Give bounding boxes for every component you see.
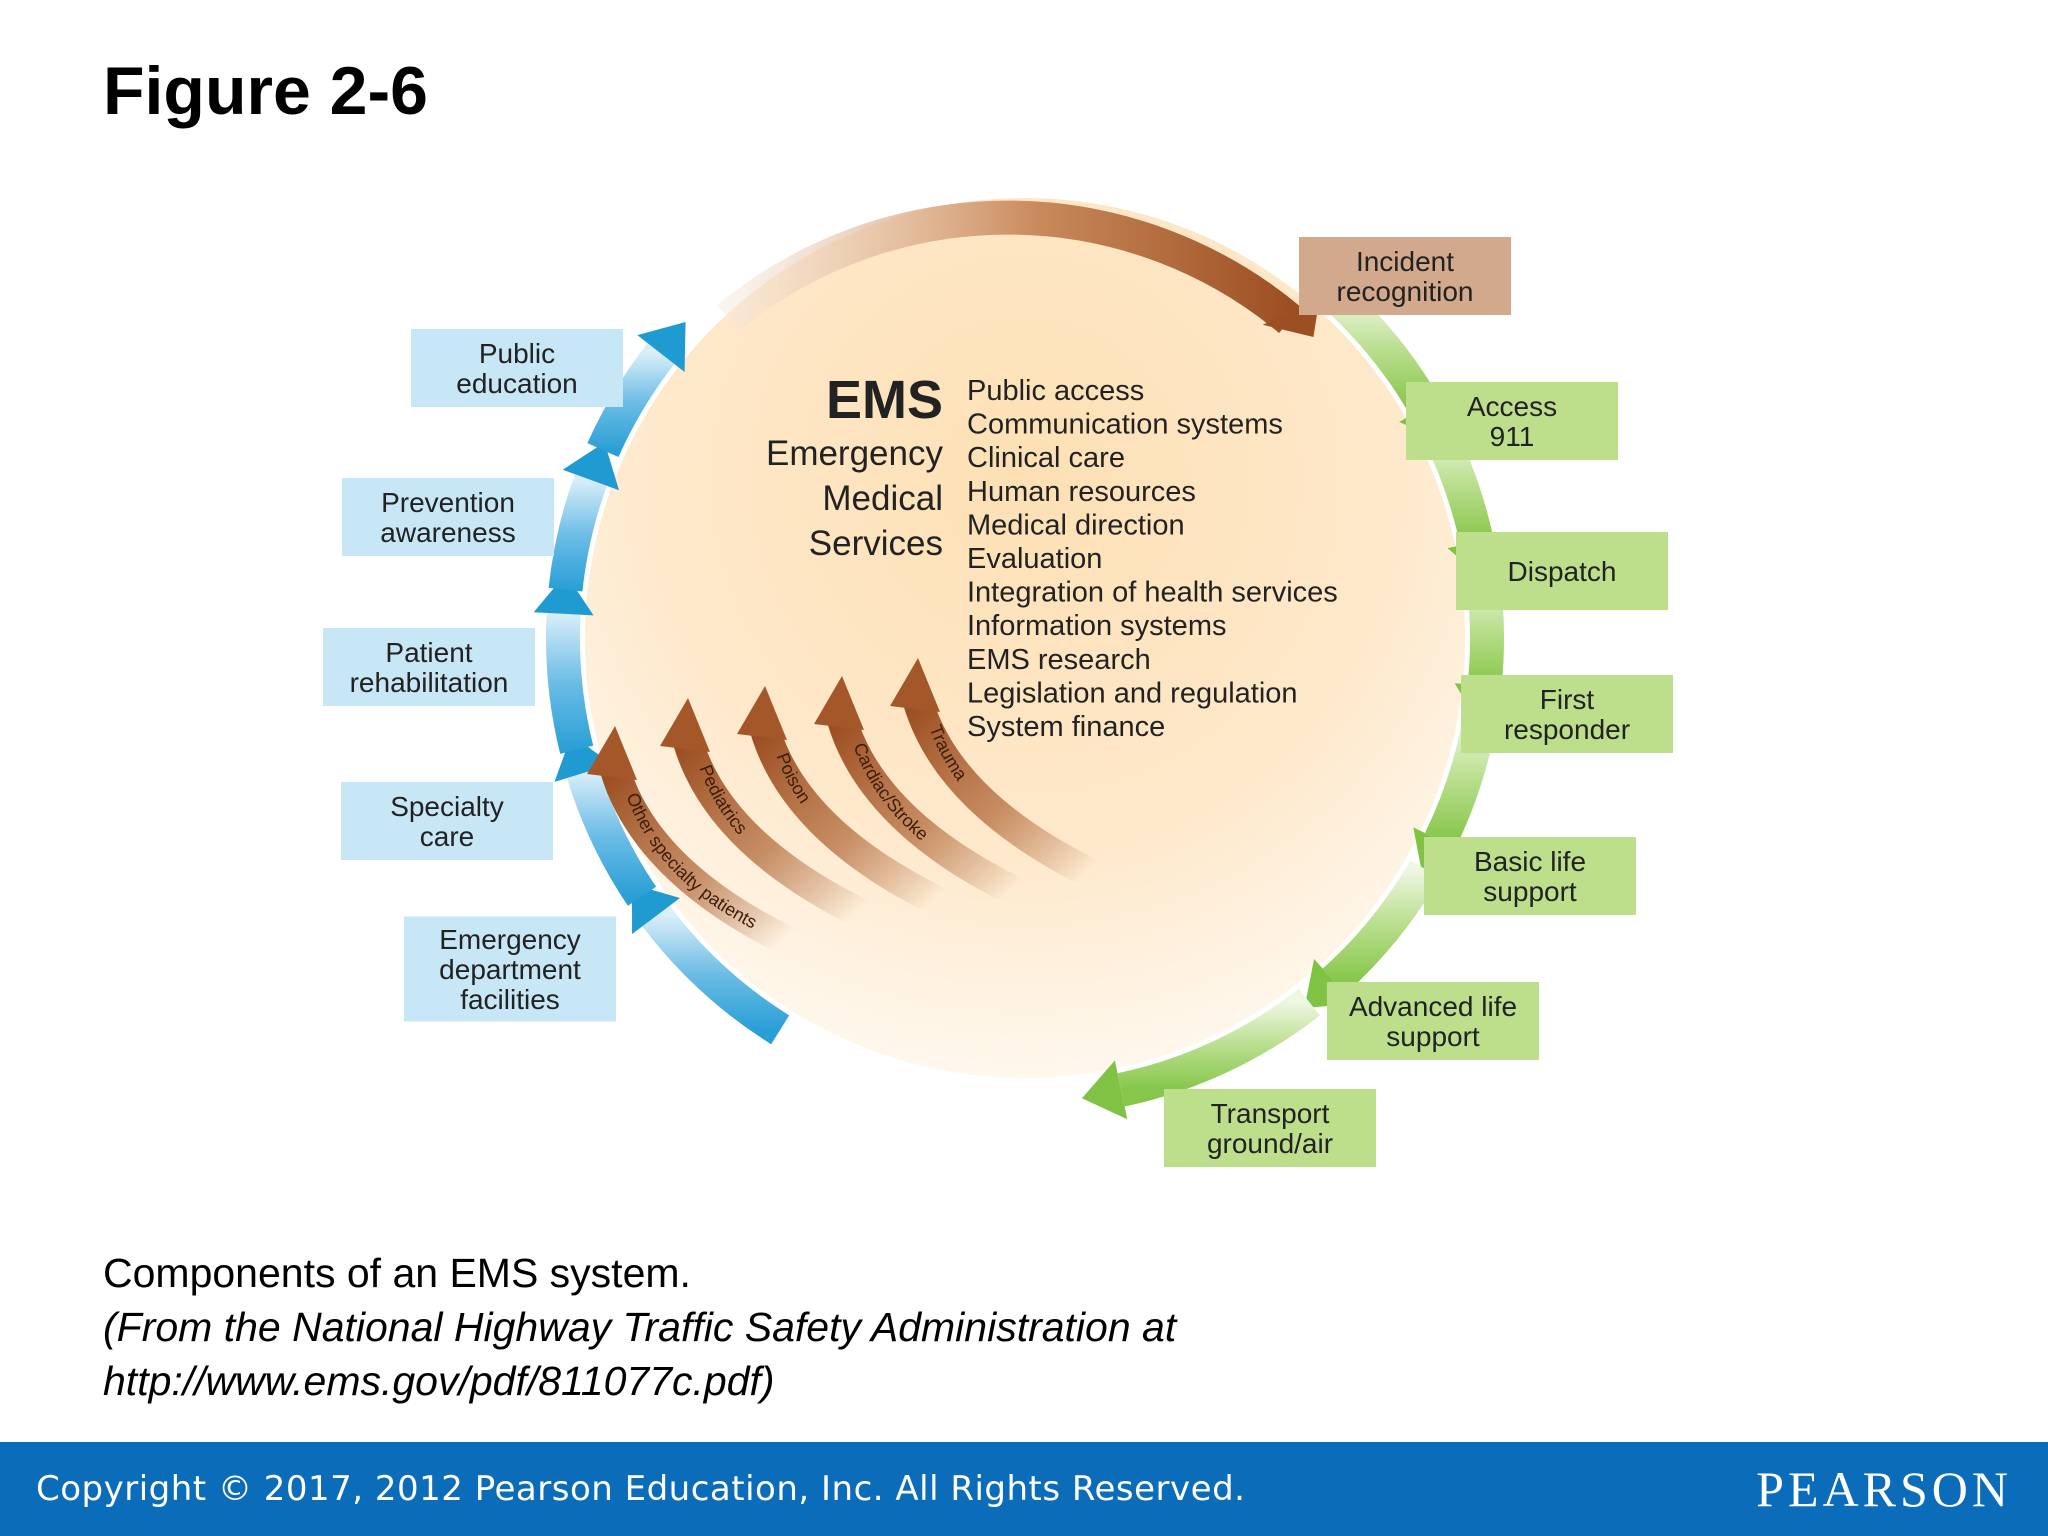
step-green-6-bg — [1164, 1089, 1376, 1167]
step-green-2: Dispatch — [1456, 532, 1668, 610]
patient-arrow-head — [814, 676, 864, 730]
step-blue-3-bg — [323, 628, 535, 706]
footer-bar: Copyright © 2017, 2012 Pearson Education… — [0, 1442, 2048, 1536]
ems-component-item: Human resources — [967, 476, 1196, 508]
ems-component-item: Medical direction — [967, 509, 1185, 541]
blue-arrow-shaft — [642, 905, 790, 1045]
patient-arrow-head — [587, 726, 637, 780]
ems-component-item: EMS research — [967, 644, 1151, 676]
caption-text: Components of an EMS system. — [103, 1250, 691, 1296]
figure-caption: Components of an EMS system. (From the N… — [103, 1246, 1176, 1408]
blue-process-arrows — [533, 322, 790, 1045]
blue-arrow-shaft — [587, 343, 675, 458]
green-arrow-head — [1081, 1060, 1128, 1120]
patient-arrow-shaft — [750, 715, 950, 915]
step-green-2-bg — [1456, 532, 1668, 610]
ems-component-item: Communication systems — [967, 409, 1283, 441]
ems-component-item: Information systems — [967, 610, 1226, 642]
copyright-text: Copyright © 2017, 2012 Pearson Education… — [36, 1469, 1246, 1509]
ems-component-item: Public access — [967, 375, 1144, 407]
blue-arrow-head — [533, 573, 594, 616]
ems-component-item: Integration of health services — [967, 577, 1338, 609]
green-arrow-shaft — [1117, 988, 1320, 1107]
blue-arrow-shaft — [546, 612, 594, 754]
blue-arrow-head — [637, 322, 686, 373]
ems-component-item: System finance — [967, 711, 1165, 743]
ems-name-line: Medical — [822, 479, 943, 518]
step-blue-4-bg — [342, 478, 554, 556]
patient-arrow-shaft — [827, 705, 1027, 905]
ems-abbreviation: EMS — [826, 370, 943, 430]
caption-source-line-2: http://www.ems.gov/pdf/811077c.pdf) — [103, 1358, 775, 1404]
patient-arrow-head — [660, 698, 710, 752]
ems-component-item: Clinical care — [967, 442, 1125, 474]
step-green-1-bg — [1406, 382, 1618, 460]
step-blue-2-bg — [341, 782, 553, 860]
ems-diagram: Other specialty patientsPediatricsPoison… — [323, 198, 1673, 1167]
ems-component-item: Legislation and regulation — [967, 677, 1298, 709]
step-green-5-bg — [1327, 982, 1539, 1060]
patient-arrow-shaft — [600, 755, 800, 955]
ems-component-item: Evaluation — [967, 543, 1102, 575]
step-blue-5-bg — [411, 329, 623, 407]
ems-name-line: Emergency — [766, 434, 944, 473]
patient-arrow-shaft — [903, 687, 1103, 887]
ems-center-circle — [585, 198, 1465, 1078]
figure-title: Figure 2-6 — [103, 53, 428, 129]
blue-arrow-head — [562, 442, 620, 491]
blue-arrow-shaft — [566, 767, 657, 906]
step-green-4-bg — [1424, 837, 1636, 915]
patient-arrow-head — [890, 658, 940, 712]
ems-name-line: Services — [809, 524, 943, 563]
pearson-logo: PEARSON — [1756, 1461, 2012, 1517]
step-incident-recognition-bg — [1299, 237, 1511, 315]
patient-arrow-head — [737, 686, 787, 740]
blue-arrow-shaft — [548, 474, 607, 592]
green-arrow-shaft — [1322, 860, 1440, 994]
step-green-3-bg — [1461, 675, 1673, 753]
caption-source-line-1: (From the National Highway Traffic Safet… — [103, 1304, 1177, 1350]
patient-arrow-shaft — [673, 727, 873, 927]
step-blue-1-bg — [404, 916, 616, 1022]
blue-arrow-head — [631, 884, 680, 935]
step-green-2-label: Dispatch — [1508, 556, 1617, 587]
